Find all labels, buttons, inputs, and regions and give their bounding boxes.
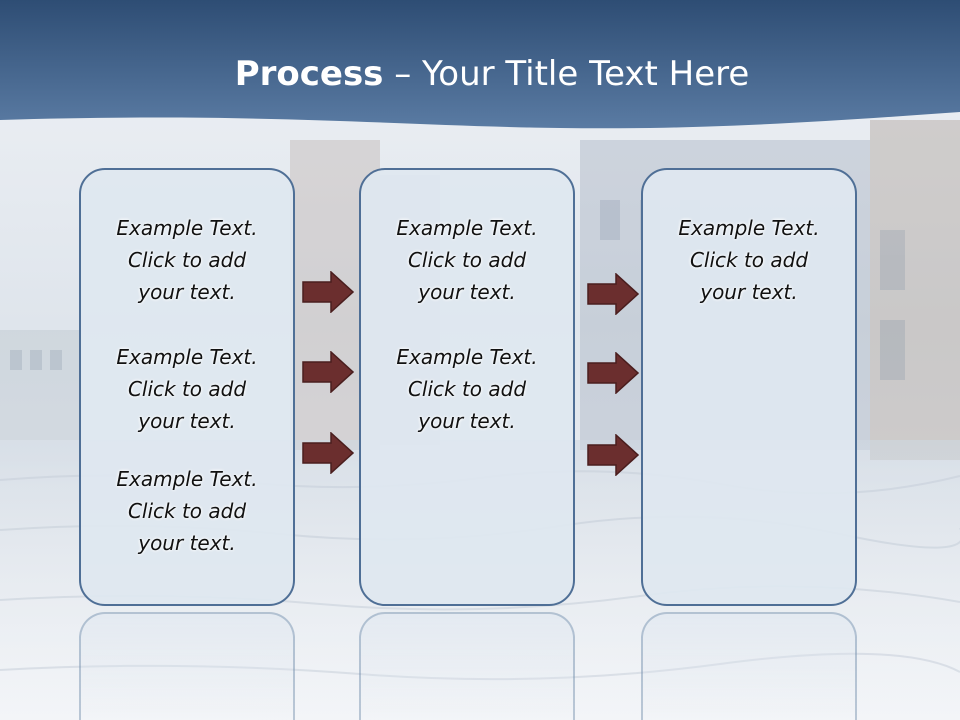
arrow-right-icon[interactable] [302, 351, 354, 393]
text-block[interactable]: Example Text. Click to add your text. [361, 212, 573, 308]
process-step-box-1[interactable]: Example Text. Click to add your text. Ex… [79, 168, 295, 606]
text-line: Click to add [127, 499, 247, 523]
process-step-box-3[interactable]: Example Text. Click to add your text. [641, 168, 857, 606]
text-line: Example Text. [116, 216, 258, 240]
text-line: Click to add [127, 377, 247, 401]
slide-title[interactable]: Process – Your Title Text Here [0, 52, 960, 96]
box-reflection [359, 612, 575, 720]
process-step-box-2[interactable]: Example Text. Click to add your text. Ex… [359, 168, 575, 606]
text-line: Example Text. [396, 216, 538, 240]
box-reflection [79, 612, 295, 720]
text-line: Click to add [407, 248, 527, 272]
arrow-right-icon[interactable] [587, 273, 639, 315]
text-line: Example Text. [116, 467, 258, 491]
arrow-right-icon[interactable] [302, 271, 354, 313]
text-block[interactable]: Example Text. Click to add your text. [361, 341, 573, 437]
text-block[interactable]: Example Text. Click to add your text. [81, 463, 293, 559]
text-block[interactable]: Example Text. Click to add your text. [81, 212, 293, 308]
text-line: your text. [418, 409, 516, 433]
title-bold-text: Process [234, 54, 384, 94]
text-block[interactable]: Example Text. Click to add your text. [643, 212, 855, 308]
text-line: your text. [138, 531, 236, 555]
text-line: Click to add [127, 248, 247, 272]
text-line: Example Text. [396, 345, 538, 369]
text-line: your text. [138, 280, 236, 304]
text-line: Click to add [407, 377, 527, 401]
arrow-right-icon[interactable] [587, 434, 639, 476]
text-line: Example Text. [678, 216, 820, 240]
text-line: your text. [700, 280, 798, 304]
text-line: Click to add [689, 248, 809, 272]
box-reflection [641, 612, 857, 720]
text-line: your text. [138, 409, 236, 433]
text-line: your text. [418, 280, 516, 304]
arrow-right-icon[interactable] [587, 352, 639, 394]
arrow-right-icon[interactable] [302, 432, 354, 474]
title-rest-text: – Your Title Text Here [383, 54, 750, 94]
text-block[interactable]: Example Text. Click to add your text. [81, 341, 293, 437]
text-line: Example Text. [116, 345, 258, 369]
